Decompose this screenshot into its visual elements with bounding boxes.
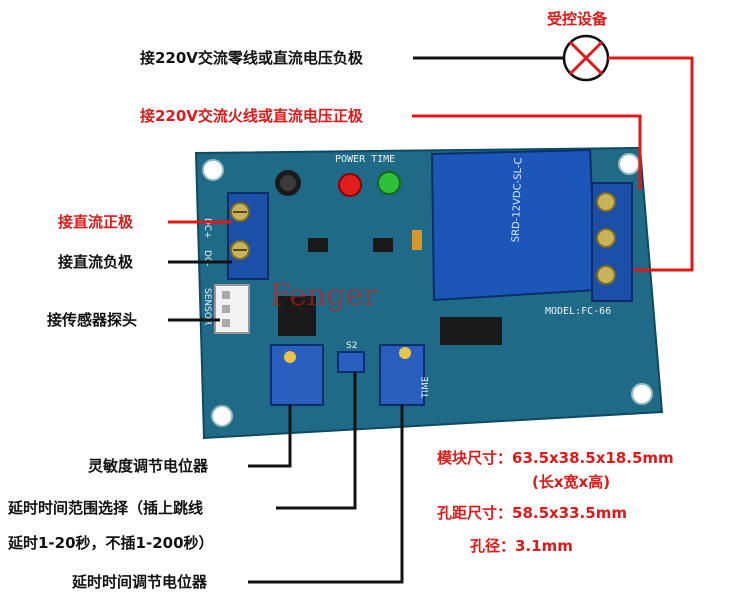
ic-chip-left (278, 296, 316, 336)
sensor-connector (214, 284, 250, 334)
dc-plus-label: DC+ (202, 218, 212, 239)
jumper-s2 (337, 351, 365, 373)
dc-minus-label: DC- (202, 250, 212, 266)
delay-range-label-line1: 延时时间范围选择（插上跳线 (8, 499, 204, 517)
relay: SRD-12VDC-SL-C (430, 148, 598, 302)
delay-time-pot-label: 延时时间调节电位器 (72, 573, 208, 591)
module-size-note: (长x宽x高) (532, 473, 611, 491)
time-led-green (377, 171, 401, 195)
module-size-spec: 模块尺寸：63.5x38.5x18.5mm (437, 449, 674, 467)
ac-neutral-label: 接220V交流零线或直流电压负极 (140, 49, 363, 67)
capacitor (275, 170, 301, 196)
watermark: Fenger (270, 278, 378, 313)
sensor-probe-label: 接传感器探头 (47, 311, 138, 329)
controlled-device-label: 受控设备 (547, 10, 608, 28)
time-label: TIME (421, 376, 431, 399)
diode (412, 230, 422, 250)
relay-terminal-block (591, 182, 633, 302)
dc-positive-label: 接直流正极 (58, 213, 134, 231)
s2-label: S2 (346, 341, 357, 351)
controlled-device-symbol (562, 34, 610, 82)
power-terminal-block (227, 192, 269, 280)
sensitivity-pot-label: 灵敏度调节电位器 (88, 457, 209, 475)
delay-potentiometer (379, 344, 425, 406)
ac-live-label: 接220V交流火线或直流电压正极 (140, 107, 363, 125)
power-led-red (338, 173, 362, 197)
wires (168, 56, 694, 584)
hole-spacing-spec: 孔距尺寸：58.5x33.5mm (437, 504, 627, 522)
ic-chip-right (440, 317, 502, 345)
model-label: MODEL:FC-66 (545, 306, 611, 317)
sensor-silkscreen-label: SENSOR (202, 288, 212, 325)
transistor-2 (373, 238, 393, 252)
sensitivity-potentiometer (270, 344, 324, 406)
dc-negative-label: 接直流负极 (58, 253, 134, 271)
power-time-label: POWER TIME (335, 154, 395, 165)
transistor-1 (308, 238, 328, 252)
delay-range-label-line2: 延时1-20秒，不插1-200秒） (8, 534, 214, 552)
hole-diameter-spec: 孔径：3.1mm (470, 537, 573, 555)
relay-model-text: SRD-12VDC-SL-C (511, 157, 525, 242)
